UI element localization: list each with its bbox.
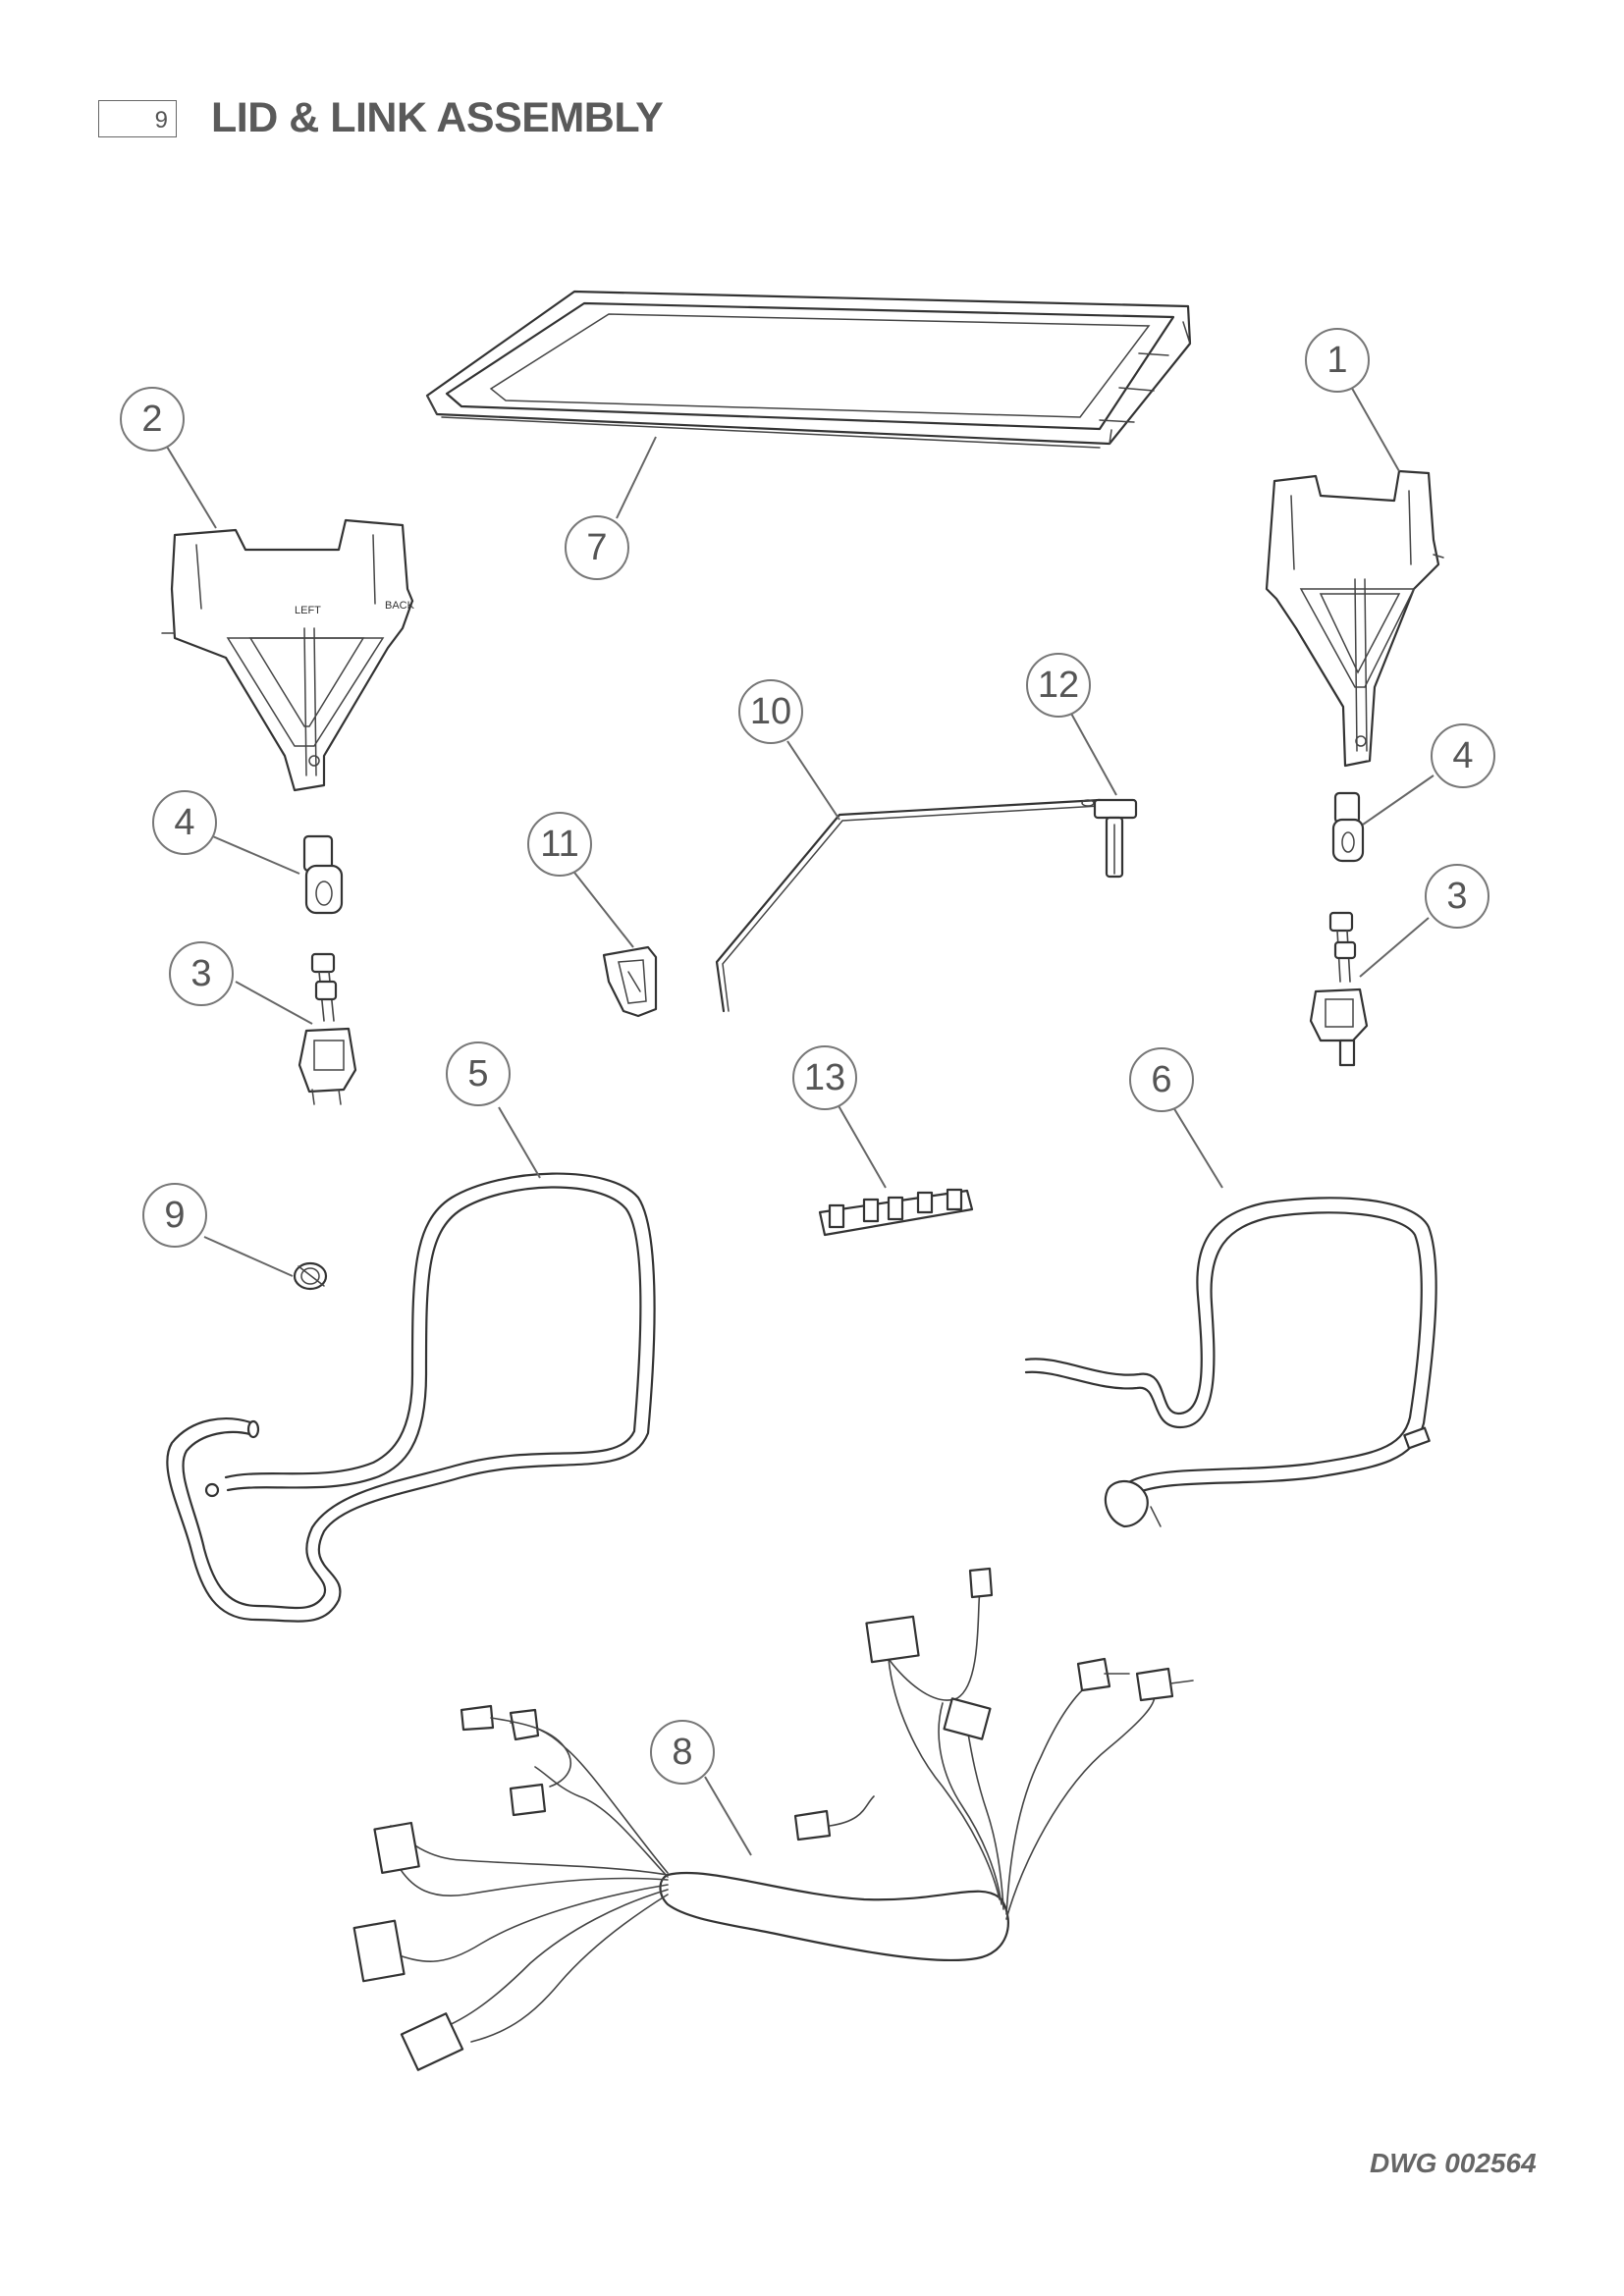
- callout-6: 6: [1129, 1047, 1194, 1112]
- part-link-bracket-right: [1265, 469, 1444, 768]
- callout-5-label: 5: [467, 1053, 488, 1095]
- leader-3b: [1359, 917, 1430, 978]
- leader-2: [166, 446, 217, 529]
- part-pin: [1093, 798, 1138, 879]
- page-number-box: 9: [98, 100, 177, 137]
- part-hose-right: [1024, 1197, 1437, 1528]
- callout-7-label: 7: [586, 527, 607, 568]
- leader-1: [1349, 384, 1400, 472]
- part-connector-strip: [818, 1188, 974, 1237]
- callout-2-label: 2: [141, 399, 162, 440]
- callout-11-label: 11: [540, 824, 578, 865]
- callout-5: 5: [446, 1041, 511, 1106]
- callout-1-label: 1: [1326, 340, 1347, 381]
- bracket-left-text: LEFT: [295, 605, 321, 616]
- leader-lines: [166, 384, 1435, 1856]
- callout-4a: 4: [152, 790, 217, 855]
- callout-7: 7: [565, 515, 629, 580]
- part-small-bracket: [602, 945, 658, 1018]
- callout-8-label: 8: [672, 1732, 692, 1773]
- callout-3a: 3: [169, 941, 234, 1006]
- part-clip-left: [302, 834, 344, 915]
- callout-9-label: 9: [164, 1195, 185, 1236]
- page-number: 9: [154, 107, 168, 133]
- leader-7: [616, 436, 657, 519]
- callout-4b: 4: [1431, 723, 1495, 788]
- callout-3b-label: 3: [1446, 876, 1467, 917]
- leader-6: [1172, 1106, 1223, 1189]
- callout-3a-label: 3: [190, 953, 211, 994]
- leader-5: [498, 1106, 541, 1179]
- part-hose-left: [166, 1172, 656, 1623]
- leader-8: [704, 1776, 752, 1856]
- part-clip-right: [1331, 791, 1365, 863]
- callout-13: 13: [792, 1045, 857, 1110]
- drawing-number: DWG 002564: [1370, 2148, 1537, 2178]
- callout-1: 1: [1305, 328, 1370, 393]
- callout-12: 12: [1026, 653, 1091, 718]
- leader-9: [203, 1236, 294, 1277]
- callout-2: 2: [120, 387, 185, 452]
- bracket-back-text: BACK: [385, 600, 415, 612]
- callout-6-label: 6: [1151, 1059, 1171, 1100]
- callout-4b-label: 4: [1452, 735, 1473, 776]
- callout-4a-label: 4: [174, 802, 194, 843]
- part-wiring-harness: [352, 1567, 1194, 2071]
- callout-9: 9: [142, 1183, 207, 1248]
- callout-3b: 3: [1425, 864, 1489, 929]
- leader-10: [786, 740, 840, 821]
- callout-10: 10: [738, 679, 803, 744]
- callout-8: 8: [650, 1720, 715, 1785]
- part-link-bracket-left: LEFT BACK: [161, 518, 415, 792]
- callout-13-label: 13: [804, 1057, 845, 1098]
- leader-12: [1069, 711, 1117, 796]
- part-link-rod: [715, 798, 1102, 1013]
- leader-3a: [235, 981, 313, 1025]
- page-title: LID & LINK ASSEMBLY: [211, 94, 664, 141]
- leader-4b: [1362, 774, 1435, 826]
- leader-13: [836, 1101, 887, 1189]
- callout-11: 11: [527, 812, 592, 877]
- part-clamp: [293, 1261, 328, 1291]
- leader-4a: [207, 833, 300, 875]
- part-switch-left: [298, 952, 357, 1105]
- part-lid-frame: [425, 290, 1192, 449]
- callout-10-label: 10: [750, 691, 791, 732]
- leader-11: [570, 868, 634, 948]
- callout-12-label: 12: [1038, 665, 1079, 706]
- part-switch-right: [1309, 911, 1369, 1067]
